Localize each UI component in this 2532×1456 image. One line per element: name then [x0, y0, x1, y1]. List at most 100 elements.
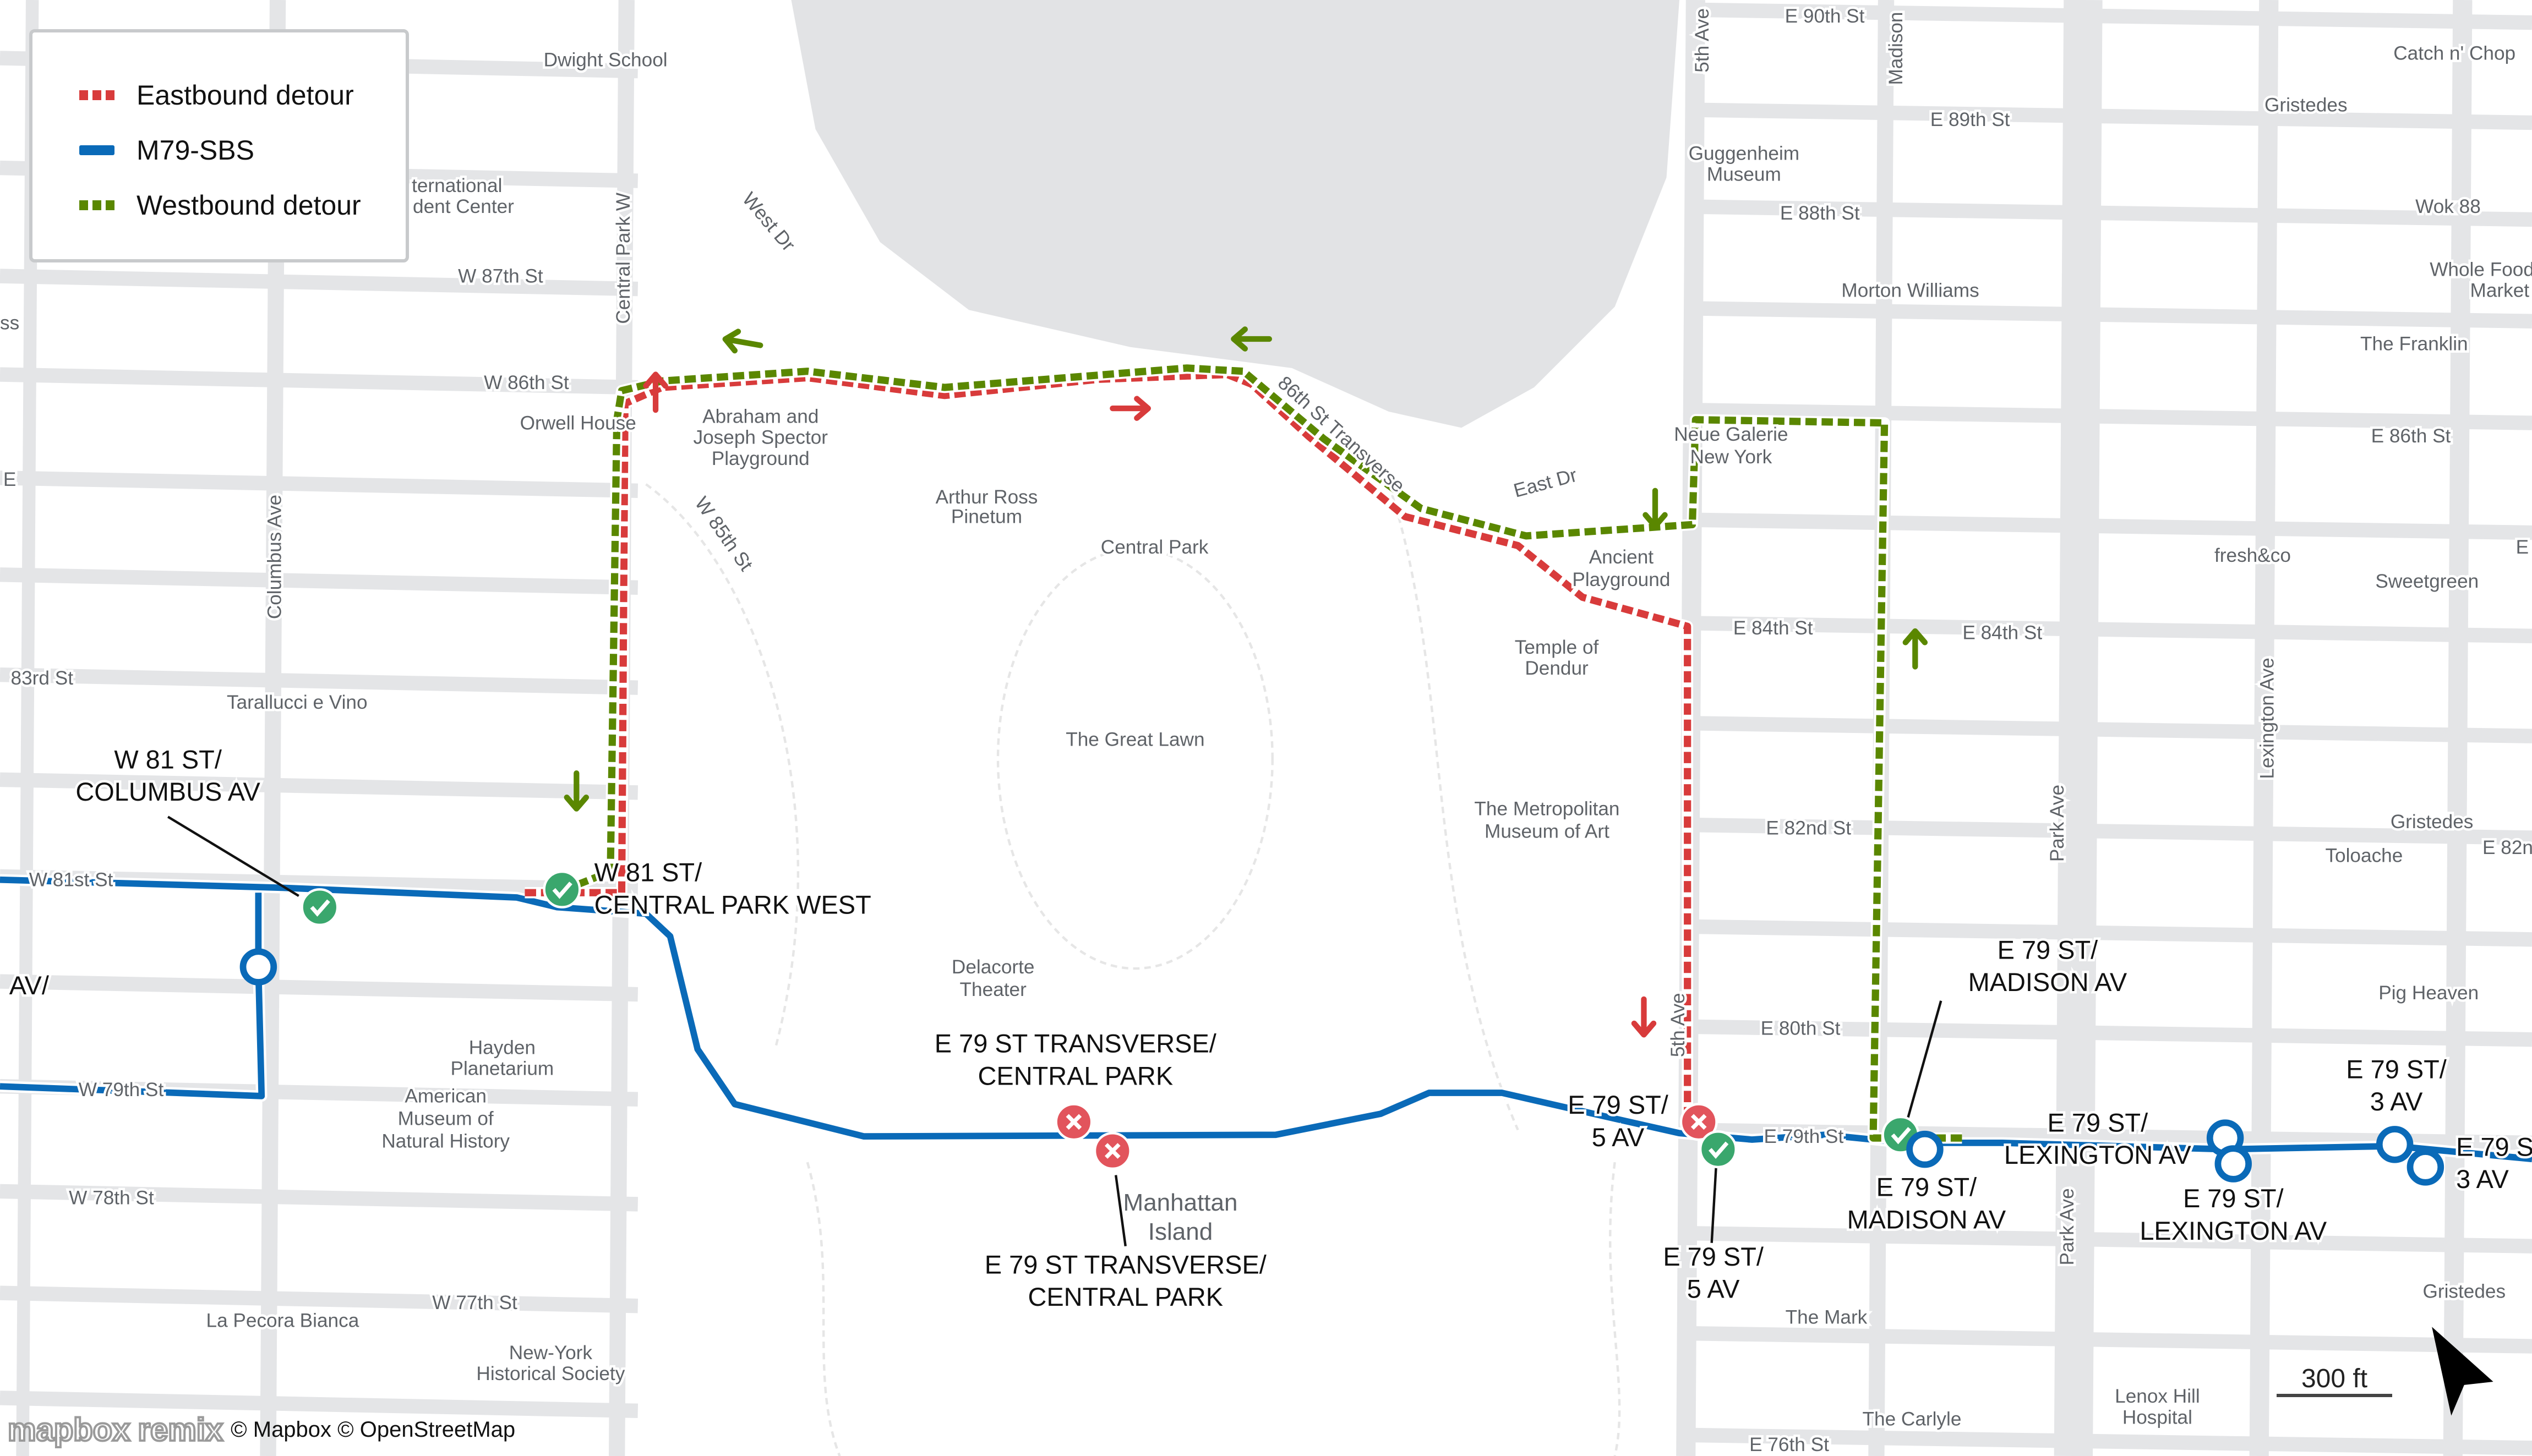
map-label: W 86th St	[484, 372, 569, 393]
stop-label: E 79 ST/	[2048, 1108, 2149, 1137]
street	[1687, 919, 2532, 947]
map-label: Central Park	[1101, 537, 1209, 558]
stop-marker-closed[interactable]	[1055, 1103, 1093, 1141]
street	[1687, 1326, 2532, 1354]
direction-arrow-icon	[722, 329, 763, 354]
stop-marker-regular[interactable]	[1906, 1130, 1944, 1168]
street	[0, 667, 639, 695]
legend-label: Eastbound detour	[137, 80, 354, 111]
map-label: E 82nd St	[1766, 818, 1851, 839]
street	[1687, 402, 2532, 430]
map-label: Delacorte	[952, 956, 1035, 978]
street	[1687, 199, 2532, 227]
map-label: The Carlyle	[1863, 1408, 1962, 1430]
map-label: Neue Galerie	[1674, 424, 1788, 445]
stop-label: E 79 ST TRANSVERSE/	[985, 1251, 1267, 1279]
street	[1687, 1019, 2532, 1047]
stop-label: E 79 ST/	[2346, 1055, 2447, 1084]
mouse-cursor	[2432, 1327, 2493, 1416]
stop-marker-regular[interactable]	[239, 948, 277, 986]
map-label: Museum	[1707, 164, 1781, 185]
street-label: West Dr	[738, 188, 799, 255]
map-label: 83rd St	[11, 667, 74, 689]
stop-marker-closed[interactable]	[1093, 1132, 1132, 1170]
westbound-detour	[555, 364, 1962, 1142]
stop-leader-line	[1904, 1000, 1942, 1127]
map-label: E 90th St	[1785, 6, 1865, 27]
map-label: E 80th St	[1761, 1017, 1841, 1039]
direction-arrow-icon	[643, 371, 668, 413]
street-label: 5th Ave	[1691, 8, 1713, 73]
map-label: Gristedes	[2264, 94, 2348, 116]
check-icon	[1709, 1141, 1729, 1159]
map-label: Temple of	[1515, 637, 1599, 658]
stop-marker-regular[interactable]	[2407, 1148, 2444, 1186]
legend-item-westbound: Westbound detour	[79, 189, 361, 221]
map-label: fresh&co	[2214, 545, 2291, 566]
map-label: Ancient	[1589, 546, 1654, 568]
stop-marker-regular[interactable]	[2214, 1145, 2252, 1183]
remix-logo[interactable]: remix	[137, 1411, 224, 1449]
map-label: Gristedes	[2391, 811, 2474, 833]
stop-marker-served[interactable]	[1699, 1130, 1737, 1169]
map-label: E 88th St	[1780, 202, 1860, 224]
map-label: Museum of	[398, 1108, 494, 1130]
mapbox-logo[interactable]: mapbox	[7, 1411, 131, 1449]
m79-route-loop	[0, 893, 265, 1099]
street-label: East Dr	[1511, 464, 1580, 502]
stop-leader-line	[167, 815, 299, 897]
stop-marker-served[interactable]	[301, 888, 339, 927]
map-label: New-York	[509, 1342, 593, 1364]
map-label: The Metropolitan	[1474, 798, 1619, 819]
park-paths	[645, 483, 1621, 1456]
map-label: The Franklin	[2360, 333, 2468, 355]
direction-arrow-icon	[564, 770, 590, 812]
map-label: Market	[2470, 280, 2530, 302]
map-label: Guggenheim	[1689, 143, 1800, 164]
stop-leader-line	[1114, 1175, 1127, 1246]
map-label: Orwell House	[520, 412, 636, 434]
map-label: New York	[1690, 446, 1772, 468]
legend-label: M79-SBS	[137, 135, 254, 166]
stop-label: LEXINGTON AV	[2140, 1217, 2327, 1245]
map-label: Joseph Spector	[693, 427, 828, 448]
stop-marker-served[interactable]	[543, 870, 581, 908]
stop-marker-regular[interactable]	[2376, 1126, 2414, 1163]
map-label: Playground	[712, 448, 810, 469]
stop-label: W 81 ST/	[114, 745, 222, 774]
route-swatch-icon	[79, 145, 114, 155]
stop-label: E 79 ST/	[1663, 1242, 1764, 1271]
park-label: Island	[1148, 1218, 1213, 1245]
eastbound-detour	[525, 370, 1691, 1130]
street	[0, 1184, 639, 1212]
map-label: Gristedes	[2422, 1281, 2506, 1302]
stop-label: AV/	[9, 971, 50, 1000]
map-label: Theater	[960, 979, 1027, 1000]
map-label: The Great Lawn	[1066, 729, 1204, 750]
map-label: Sweetgreen	[2375, 571, 2479, 592]
street	[1687, 1427, 2532, 1455]
street	[1687, 512, 2532, 540]
street-label: Madison	[1885, 12, 1907, 85]
map-label: E 79th St	[1764, 1126, 1844, 1147]
map-label: E 89th St	[1930, 109, 2010, 130]
map-label: Natural History	[381, 1131, 510, 1152]
attribution-text[interactable]: © Mapbox © OpenStreetMap	[231, 1417, 516, 1442]
close-icon	[1690, 1114, 1707, 1130]
stop-label: W 81 ST/	[594, 858, 703, 887]
stop-label: CENTRAL PARK	[978, 1061, 1174, 1090]
map-label: Planetarium	[450, 1058, 554, 1080]
stop-marker-closed[interactable]	[1679, 1103, 1718, 1141]
street	[0, 269, 639, 297]
circle-icon	[239, 948, 277, 986]
map-label: Abraham and	[702, 406, 818, 428]
street	[1687, 817, 2532, 845]
m79-route	[0, 876, 2532, 1163]
map-label: Pig Heaven	[2378, 982, 2479, 1004]
street	[0, 367, 639, 395]
map-label: Pinetum	[951, 506, 1022, 527]
street	[1687, 1225, 2532, 1254]
map-label: Morton Williams	[1841, 280, 1979, 302]
